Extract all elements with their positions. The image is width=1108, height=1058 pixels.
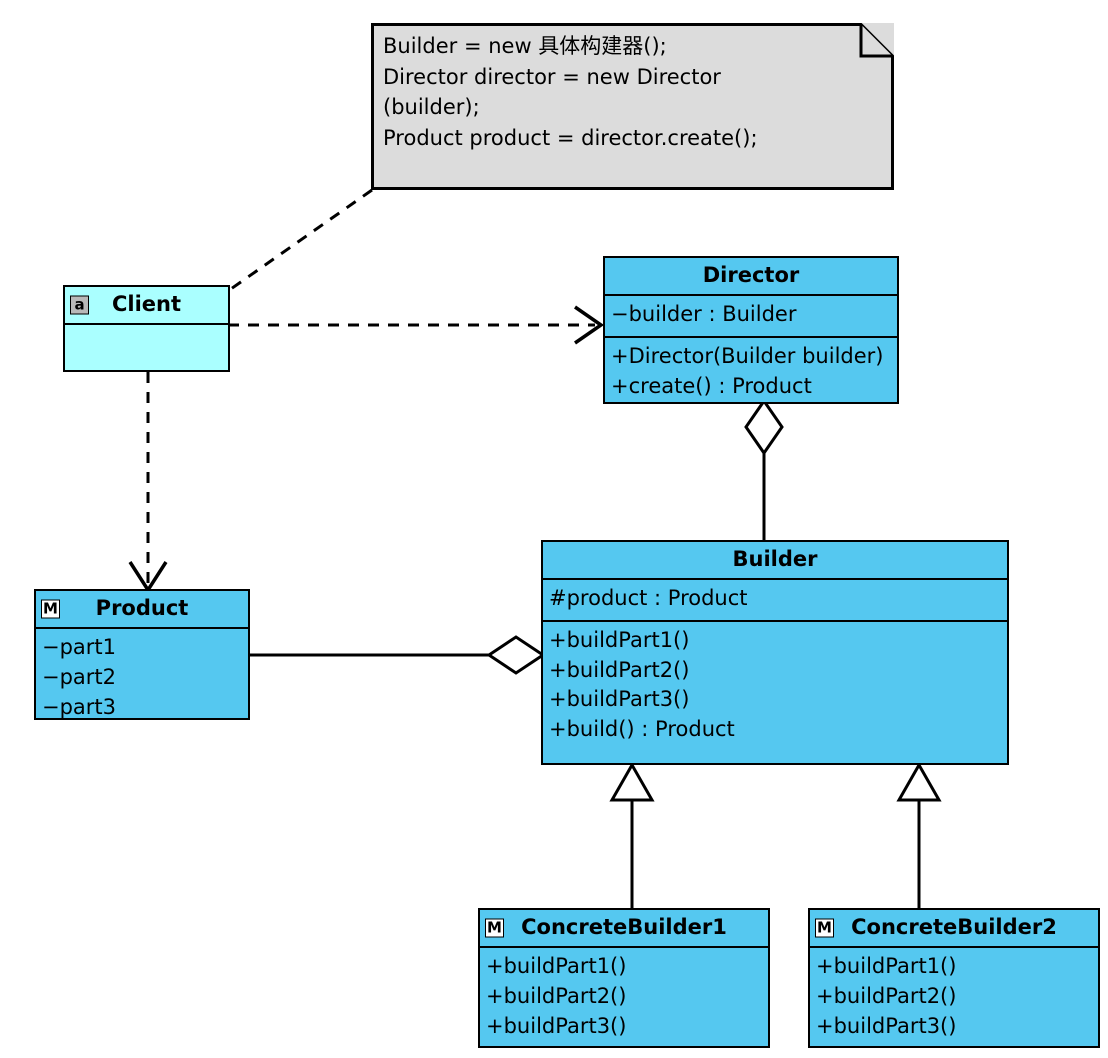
operation-row: +build() : Product (549, 717, 735, 742)
model-badge-icon: M (485, 918, 504, 938)
operation-row: +buildPart3() (486, 1013, 627, 1038)
class-operations-concretebuilder2: +buildPart1() +buildPart2() +buildPart3(… (810, 948, 1098, 1047)
operation-row: +buildPart3() (816, 1013, 957, 1038)
class-attributes-client (65, 325, 228, 370)
operation-row: +buildPart3() (549, 687, 690, 712)
operation-row: +buildPart2() (486, 983, 627, 1008)
model-badge-icon: M (41, 599, 60, 619)
hollow-diamond-icon-product-builder (486, 635, 546, 675)
attribute-row: −part3 (42, 694, 117, 719)
class-box-client[interactable]: a Client (63, 285, 230, 372)
operation-row: +buildPart1() (486, 954, 627, 978)
class-attributes-director: −builder : Builder (605, 296, 897, 336)
attribute-row: −builder : Builder (611, 302, 797, 326)
note-line: (builder); (383, 95, 480, 120)
edge-note-to-client (227, 188, 373, 293)
class-header-client: a Client (65, 287, 228, 325)
class-operations-concretebuilder1: +buildPart1() +buildPart2() +buildPart3(… (480, 948, 768, 1047)
class-header-concretebuilder1: M ConcreteBuilder1 (480, 910, 768, 948)
note-line: Product product = director.create(); (383, 125, 758, 150)
abstract-badge-icon: a (70, 295, 89, 315)
hollow-triangle-icon-cb1 (609, 761, 655, 802)
class-box-concretebuilder2[interactable]: M ConcreteBuilder2 +buildPart1() +buildP… (808, 908, 1100, 1048)
class-name-concretebuilder1: ConcreteBuilder1 (521, 915, 727, 939)
class-name-product: Product (95, 596, 189, 620)
class-header-builder: Builder (543, 542, 1007, 580)
operation-row: +buildPart1() (816, 954, 957, 978)
attribute-row: #product : Product (549, 586, 748, 610)
class-name-concretebuilder2: ConcreteBuilder2 (851, 915, 1057, 939)
class-box-product[interactable]: M Product −part1 −part2 −part3 (34, 589, 250, 720)
note-text-block: Builder = new 具体构建器(); Director director… (383, 31, 882, 154)
hollow-diamond-icon-director-builder (744, 398, 784, 456)
note-line: Director director = new Director (383, 64, 721, 89)
open-arrow-icon-client-director (574, 305, 605, 345)
class-header-concretebuilder2: M ConcreteBuilder2 (810, 910, 1098, 948)
class-header-director: Director (605, 258, 897, 296)
attribute-row: −part1 (42, 635, 117, 659)
class-box-builder[interactable]: Builder #product : Product +buildPart1()… (541, 540, 1009, 765)
attribute-row: −part2 (42, 664, 117, 689)
operation-row: +buildPart2() (549, 657, 690, 682)
class-box-concretebuilder1[interactable]: M ConcreteBuilder1 +buildPart1() +buildP… (478, 908, 770, 1048)
hollow-triangle-icon-cb2 (896, 761, 942, 802)
class-name-builder: Builder (732, 547, 818, 571)
operation-row: +Director(Builder builder) (611, 343, 884, 368)
code-note[interactable]: Builder = new 具体构建器(); Director director… (371, 23, 894, 190)
operation-row: +create() : Product (611, 373, 812, 398)
class-box-director[interactable]: Director −builder : Builder +Director(Bu… (603, 256, 899, 404)
operation-row: +buildPart2() (816, 983, 957, 1008)
class-attributes-builder: #product : Product (543, 580, 1007, 620)
class-attributes-product: −part1 −part2 −part3 (36, 629, 248, 728)
class-header-product: M Product (36, 591, 248, 629)
class-operations-director: +Director(Builder builder) +create() : P… (605, 335, 897, 408)
operation-row: +buildPart1() (549, 627, 690, 652)
model-badge-icon: M (815, 918, 834, 938)
class-name-client: Client (111, 292, 182, 316)
open-arrow-icon-client-product (128, 561, 168, 594)
note-line: Builder = new 具体构建器(); (383, 34, 667, 58)
class-operations-builder: +buildPart1() +buildPart2() +buildPart3(… (543, 619, 1007, 763)
class-name-director: Director (702, 263, 800, 287)
